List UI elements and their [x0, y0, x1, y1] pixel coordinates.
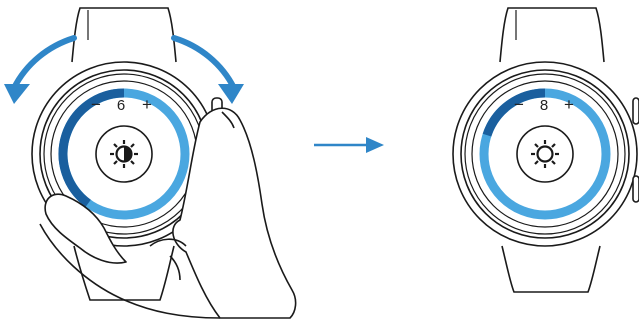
watch-strap-top [499, 7, 605, 63]
side-button-home[interactable] [632, 175, 639, 203]
decrease-sign[interactable]: − [514, 95, 524, 114]
brightness-ring-right [479, 88, 611, 220]
brightness-value: 8 [540, 97, 548, 114]
brightness-ring-level [58, 88, 125, 207]
watch-strap-top [71, 7, 177, 63]
brightness-icon [516, 125, 574, 183]
increase-sign[interactable]: + [142, 95, 152, 114]
rotate-left-arrow-icon [4, 35, 77, 104]
brightness-value: 6 [117, 97, 125, 114]
increase-sign[interactable]: + [564, 95, 574, 114]
brightness-ring-left [58, 88, 190, 220]
rotate-right-arrow-icon [171, 35, 244, 104]
side-button-back[interactable] [632, 97, 639, 125]
decrease-sign[interactable]: − [91, 95, 101, 114]
brightness-ring-level [482, 88, 546, 137]
brightness-icon [95, 125, 153, 183]
watch-strap-bottom [501, 245, 601, 293]
hand-illustration [39, 107, 297, 319]
next-arrow-icon [314, 137, 384, 153]
